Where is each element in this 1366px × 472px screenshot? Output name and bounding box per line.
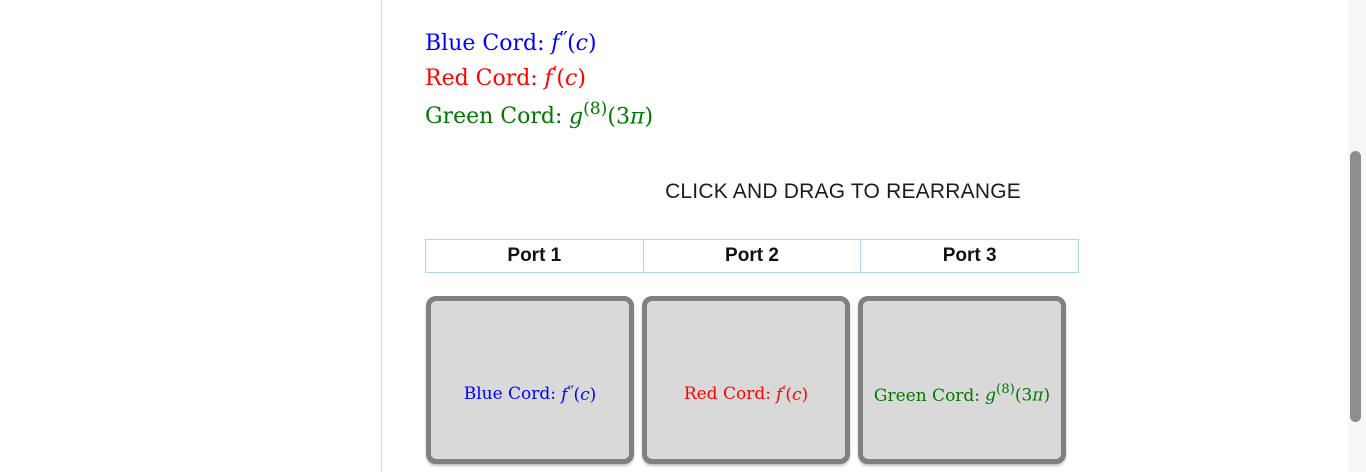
port-3-cell[interactable]: Port 3: [860, 239, 1079, 273]
port-header-row: Port 1 Port 2 Port 3: [425, 239, 1079, 273]
legend-green-cord: Green Cord:g(8)(3π): [425, 94, 653, 132]
math-coefficient: 3: [1021, 385, 1033, 406]
port-table: Port 1 Port 2 Port 3: [425, 239, 1079, 273]
box-label: Blue Cord:: [463, 384, 557, 405]
math-variable: π: [629, 104, 645, 130]
port-2-cell[interactable]: Port 2: [642, 239, 862, 273]
math-variable: c: [575, 30, 588, 56]
math-open-paren: (: [1014, 385, 1022, 406]
math-primes: ′′: [567, 381, 574, 401]
math-primes: ′: [552, 62, 558, 86]
box-label: Red Cord:: [683, 384, 771, 405]
instruction-heading: CLICK AND DRAG TO REARRANGE: [665, 180, 1021, 203]
math-variable: c: [792, 384, 802, 405]
drag-box-green-cord[interactable]: Green Cord:g(8)(3π): [858, 296, 1066, 464]
drag-box-label: Blue Cord:f′′(c): [464, 380, 597, 407]
drag-boxes-row: Blue Cord:f′′(c) Red Cord:f′(c) Green Co…: [426, 296, 1066, 464]
legend-label: Green Cord:: [425, 104, 563, 130]
math-close-paren: ): [577, 65, 586, 91]
math-primes: ′: [782, 381, 786, 401]
math-close-paren: ): [1043, 385, 1051, 406]
math-variable: c: [565, 65, 578, 91]
math-close-paren: ): [587, 30, 597, 56]
legend-blue-cord: Blue Cord:f′′(c): [425, 24, 597, 59]
math-variable: c: [580, 384, 590, 405]
math-function: f: [776, 384, 783, 405]
legend-red-cord: Red Cord:f′(c): [425, 59, 586, 94]
math-primes: ′′: [559, 27, 568, 51]
math-function: f: [544, 65, 553, 91]
math-close-paren: ): [644, 104, 654, 130]
drag-box-blue-cord[interactable]: Blue Cord:f′′(c): [426, 296, 634, 464]
vertical-scrollbar-thumb[interactable]: [1350, 151, 1361, 422]
math-close-paren: ): [589, 384, 597, 405]
box-label: Green Cord:: [873, 385, 981, 406]
vertical-scrollbar-track[interactable]: [1348, 0, 1366, 472]
drag-box-red-cord[interactable]: Red Cord:f′(c): [642, 296, 850, 464]
drag-box-label: Green Cord:g(8)(3π): [874, 378, 1050, 407]
math-open-paren: (: [607, 104, 616, 130]
math-function: f: [561, 384, 568, 405]
math-coefficient: 3: [615, 104, 630, 130]
legend-label: Red Cord:: [425, 65, 538, 91]
math-open-paren: (: [556, 65, 566, 91]
drag-box-label: Red Cord:f′(c): [684, 380, 808, 407]
content-panel: Blue Cord:f′′(c) Red Cord:f′(c) Green Co…: [381, 0, 1348, 472]
math-superscript: (8): [996, 382, 1015, 398]
math-function: g: [985, 385, 997, 406]
legend-label: Blue Cord:: [425, 30, 545, 56]
math-open-paren: (: [567, 30, 576, 56]
math-open-paren: (: [573, 384, 581, 405]
math-open-paren: (: [785, 384, 792, 405]
math-close-paren: ): [801, 384, 809, 405]
math-variable: π: [1032, 385, 1044, 406]
math-function: f: [551, 30, 560, 56]
math-function: g: [568, 104, 584, 130]
math-superscript: (8): [583, 99, 608, 119]
port-1-cell[interactable]: Port 1: [425, 239, 644, 273]
